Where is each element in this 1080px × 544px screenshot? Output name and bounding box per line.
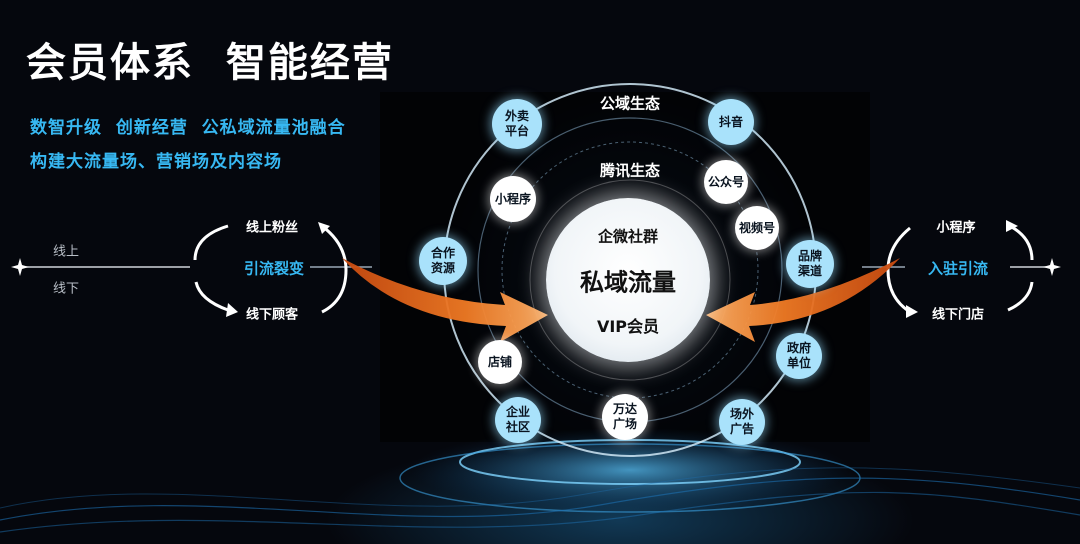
core-halo	[529, 179, 731, 381]
page-title: 会员体系 智能经营	[26, 40, 394, 86]
node-wanda: 万达 广场	[602, 394, 648, 440]
right-bottom-label: 线下门店	[931, 307, 985, 323]
node-zhengfu: 政府 单位	[776, 333, 822, 379]
ring-label-tencent: 腾讯生态	[599, 161, 661, 180]
sparkle-right	[1043, 258, 1061, 276]
left-middle-label: 引流裂变	[243, 259, 305, 278]
platform-ring	[459, 439, 801, 485]
left-arc-top	[193, 224, 229, 261]
right-middle-label: 入驻引流	[927, 259, 989, 278]
left-orange-arrow	[342, 258, 548, 342]
node-pinpai: 品牌 渠道	[786, 240, 834, 288]
subtitle-line-2: 构建大流量场、营销场及内容场	[30, 152, 282, 172]
node-changwai: 场外 广告	[719, 399, 765, 445]
ring-label-public: 公域生态	[599, 94, 661, 113]
center-top-label: 企微社群	[597, 227, 659, 246]
node-douyin: 抖音	[708, 99, 754, 145]
left-top-label: 线上粉丝	[245, 220, 299, 236]
center-circle	[546, 198, 710, 362]
node-miniprogram: 小程序	[490, 176, 536, 222]
node-shipinhao: 视频号	[735, 206, 779, 250]
platform-glow	[410, 428, 850, 512]
left-bottom-label: 线下顾客	[245, 307, 299, 323]
left-arc-bottom-arrowhead	[226, 303, 238, 317]
sparkle-left	[11, 258, 29, 276]
left-online-label: 线上	[52, 244, 80, 260]
wave-line	[0, 491, 1080, 533]
left-arc-bottom	[194, 281, 229, 312]
right-arc-left	[886, 226, 911, 314]
wave-line	[0, 477, 1080, 521]
subtitle-line-1: 数智升级 创新经营 公私域流量池融合	[30, 118, 346, 138]
node-waimai: 外卖 平台	[492, 99, 542, 149]
right-orange-arrow	[706, 258, 900, 342]
wave-line	[0, 467, 1080, 509]
right-arc-top	[1009, 224, 1034, 261]
center-main-label: 私域流量	[580, 268, 676, 297]
right-arc-left-arrowhead	[906, 305, 918, 318]
left-arc-right-arrowhead	[318, 222, 330, 234]
node-dianpu: 店铺	[478, 340, 522, 384]
center-bottom-label: VIP会员	[596, 317, 660, 336]
right-top-label: 小程序	[936, 220, 976, 236]
node-qiye: 企业 社区	[495, 397, 541, 443]
node-gongzhonghao: 公众号	[704, 160, 748, 204]
left-arc-right	[321, 224, 348, 314]
node-hezuo: 合作 资源	[419, 237, 467, 285]
left-offline-label: 线下	[52, 281, 80, 297]
right-arc-top-arrowhead	[1006, 220, 1018, 232]
right-arc-bottom	[1007, 281, 1034, 312]
